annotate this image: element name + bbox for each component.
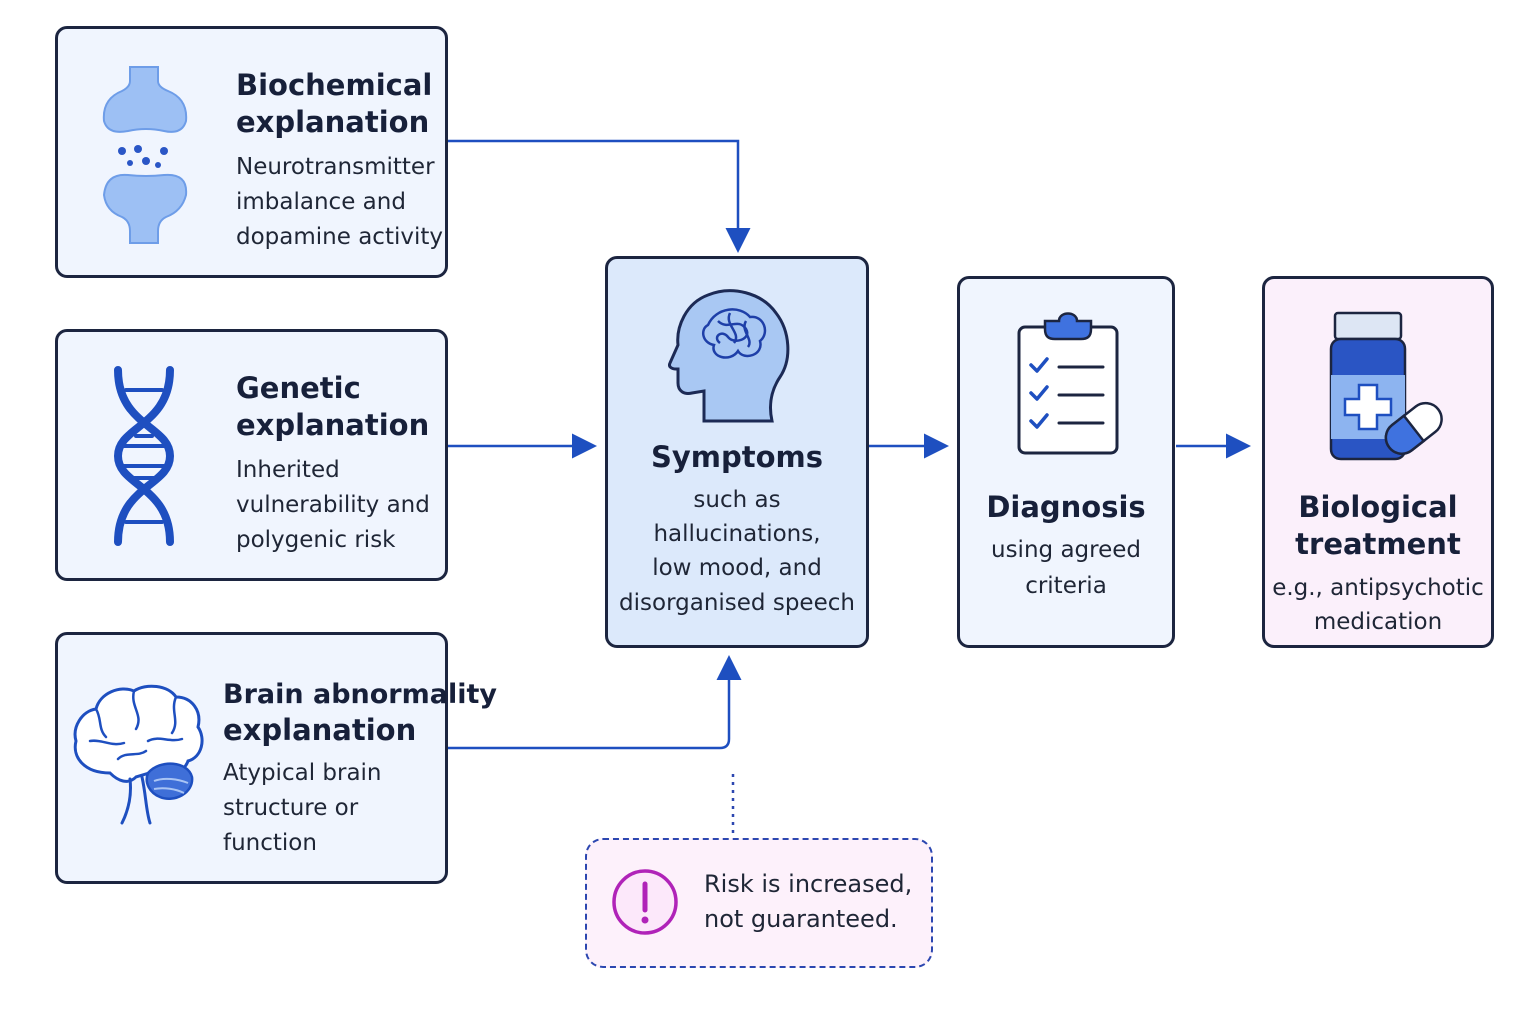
symptoms-title: Symptoms: [650, 440, 824, 474]
brain-title-line-2: explanation: [223, 713, 417, 747]
biochemical-body-line-3: dopamine activity: [236, 224, 443, 250]
genetic-body-line-3: polygenic risk: [236, 527, 396, 553]
risk-note-line-1: Risk is increased,: [704, 870, 913, 898]
medicine-bottle-capsule-icon: [1329, 311, 1443, 461]
biochemical-title-line-1: Biochemical: [236, 68, 433, 102]
biological-treatment-box: Biological treatment e.g., antipsychotic…: [1262, 276, 1494, 648]
genetic-explanation-box: Genetic explanation Inherited vulnerabil…: [55, 329, 448, 581]
brain-icon: [73, 684, 204, 825]
brain-abnormality-explanation-box: Brain abnormality explanation Atypical b…: [55, 632, 497, 884]
biochemical-explanation-box: Biochemical explanation Neurotransmitter…: [55, 26, 448, 278]
genetic-body-line-1: Inherited: [236, 457, 340, 483]
biochemical-title-line-2: explanation: [236, 105, 430, 139]
brain-title-line-1: Brain abnormality: [223, 679, 497, 710]
head-tangled-thought-icon: [668, 289, 790, 423]
symptoms-body-line-1: such as: [693, 487, 781, 513]
symptoms-body-line-4: disorganised speech: [619, 590, 855, 616]
diagnosis-box: Diagnosis using agreed criteria: [957, 276, 1175, 648]
diagnosis-title: Diagnosis: [986, 490, 1146, 524]
brain-body-line-2: structure or: [223, 795, 359, 821]
treatment-body-line-1: e.g., antipsychotic: [1272, 575, 1484, 601]
symptoms-body-line-3: low mood, and: [652, 555, 822, 581]
symptoms-box: Symptoms such as hallucinations, low moo…: [605, 256, 869, 648]
diagnosis-body-line-1: using agreed: [991, 537, 1141, 563]
arrow-biochemical-to-symptoms: [448, 139, 751, 253]
arrow-brain-to-symptoms: [448, 655, 742, 750]
risk-note-box: Risk is increased, not guaranteed.: [585, 838, 933, 968]
treatment-body-line-2: medication: [1313, 609, 1443, 635]
exclamation-icon: [612, 869, 678, 935]
genetic-title-line-1: Genetic: [236, 371, 361, 405]
risk-note-line-2: not guaranteed.: [704, 905, 898, 933]
treatment-title-line-2: treatment: [1295, 527, 1461, 561]
diagnosis-body-line-2: criteria: [1025, 573, 1107, 599]
brain-body-line-3: function: [223, 830, 317, 856]
genetic-title-line-2: explanation: [236, 408, 430, 442]
genetic-body-line-2: vulnerability and: [236, 492, 430, 518]
dna-icon: [113, 366, 175, 546]
treatment-title-line-1: Biological: [1298, 490, 1458, 524]
brain-body-line-1: Atypical brain: [223, 760, 382, 786]
biochemical-body-line-1: Neurotransmitter: [236, 154, 435, 180]
clipboard-checklist-icon: [1017, 312, 1119, 455]
biochemical-body-line-2: imbalance and: [236, 189, 406, 215]
synapse-icon: [102, 66, 188, 244]
symptoms-body-line-2: hallucinations,: [653, 521, 821, 547]
